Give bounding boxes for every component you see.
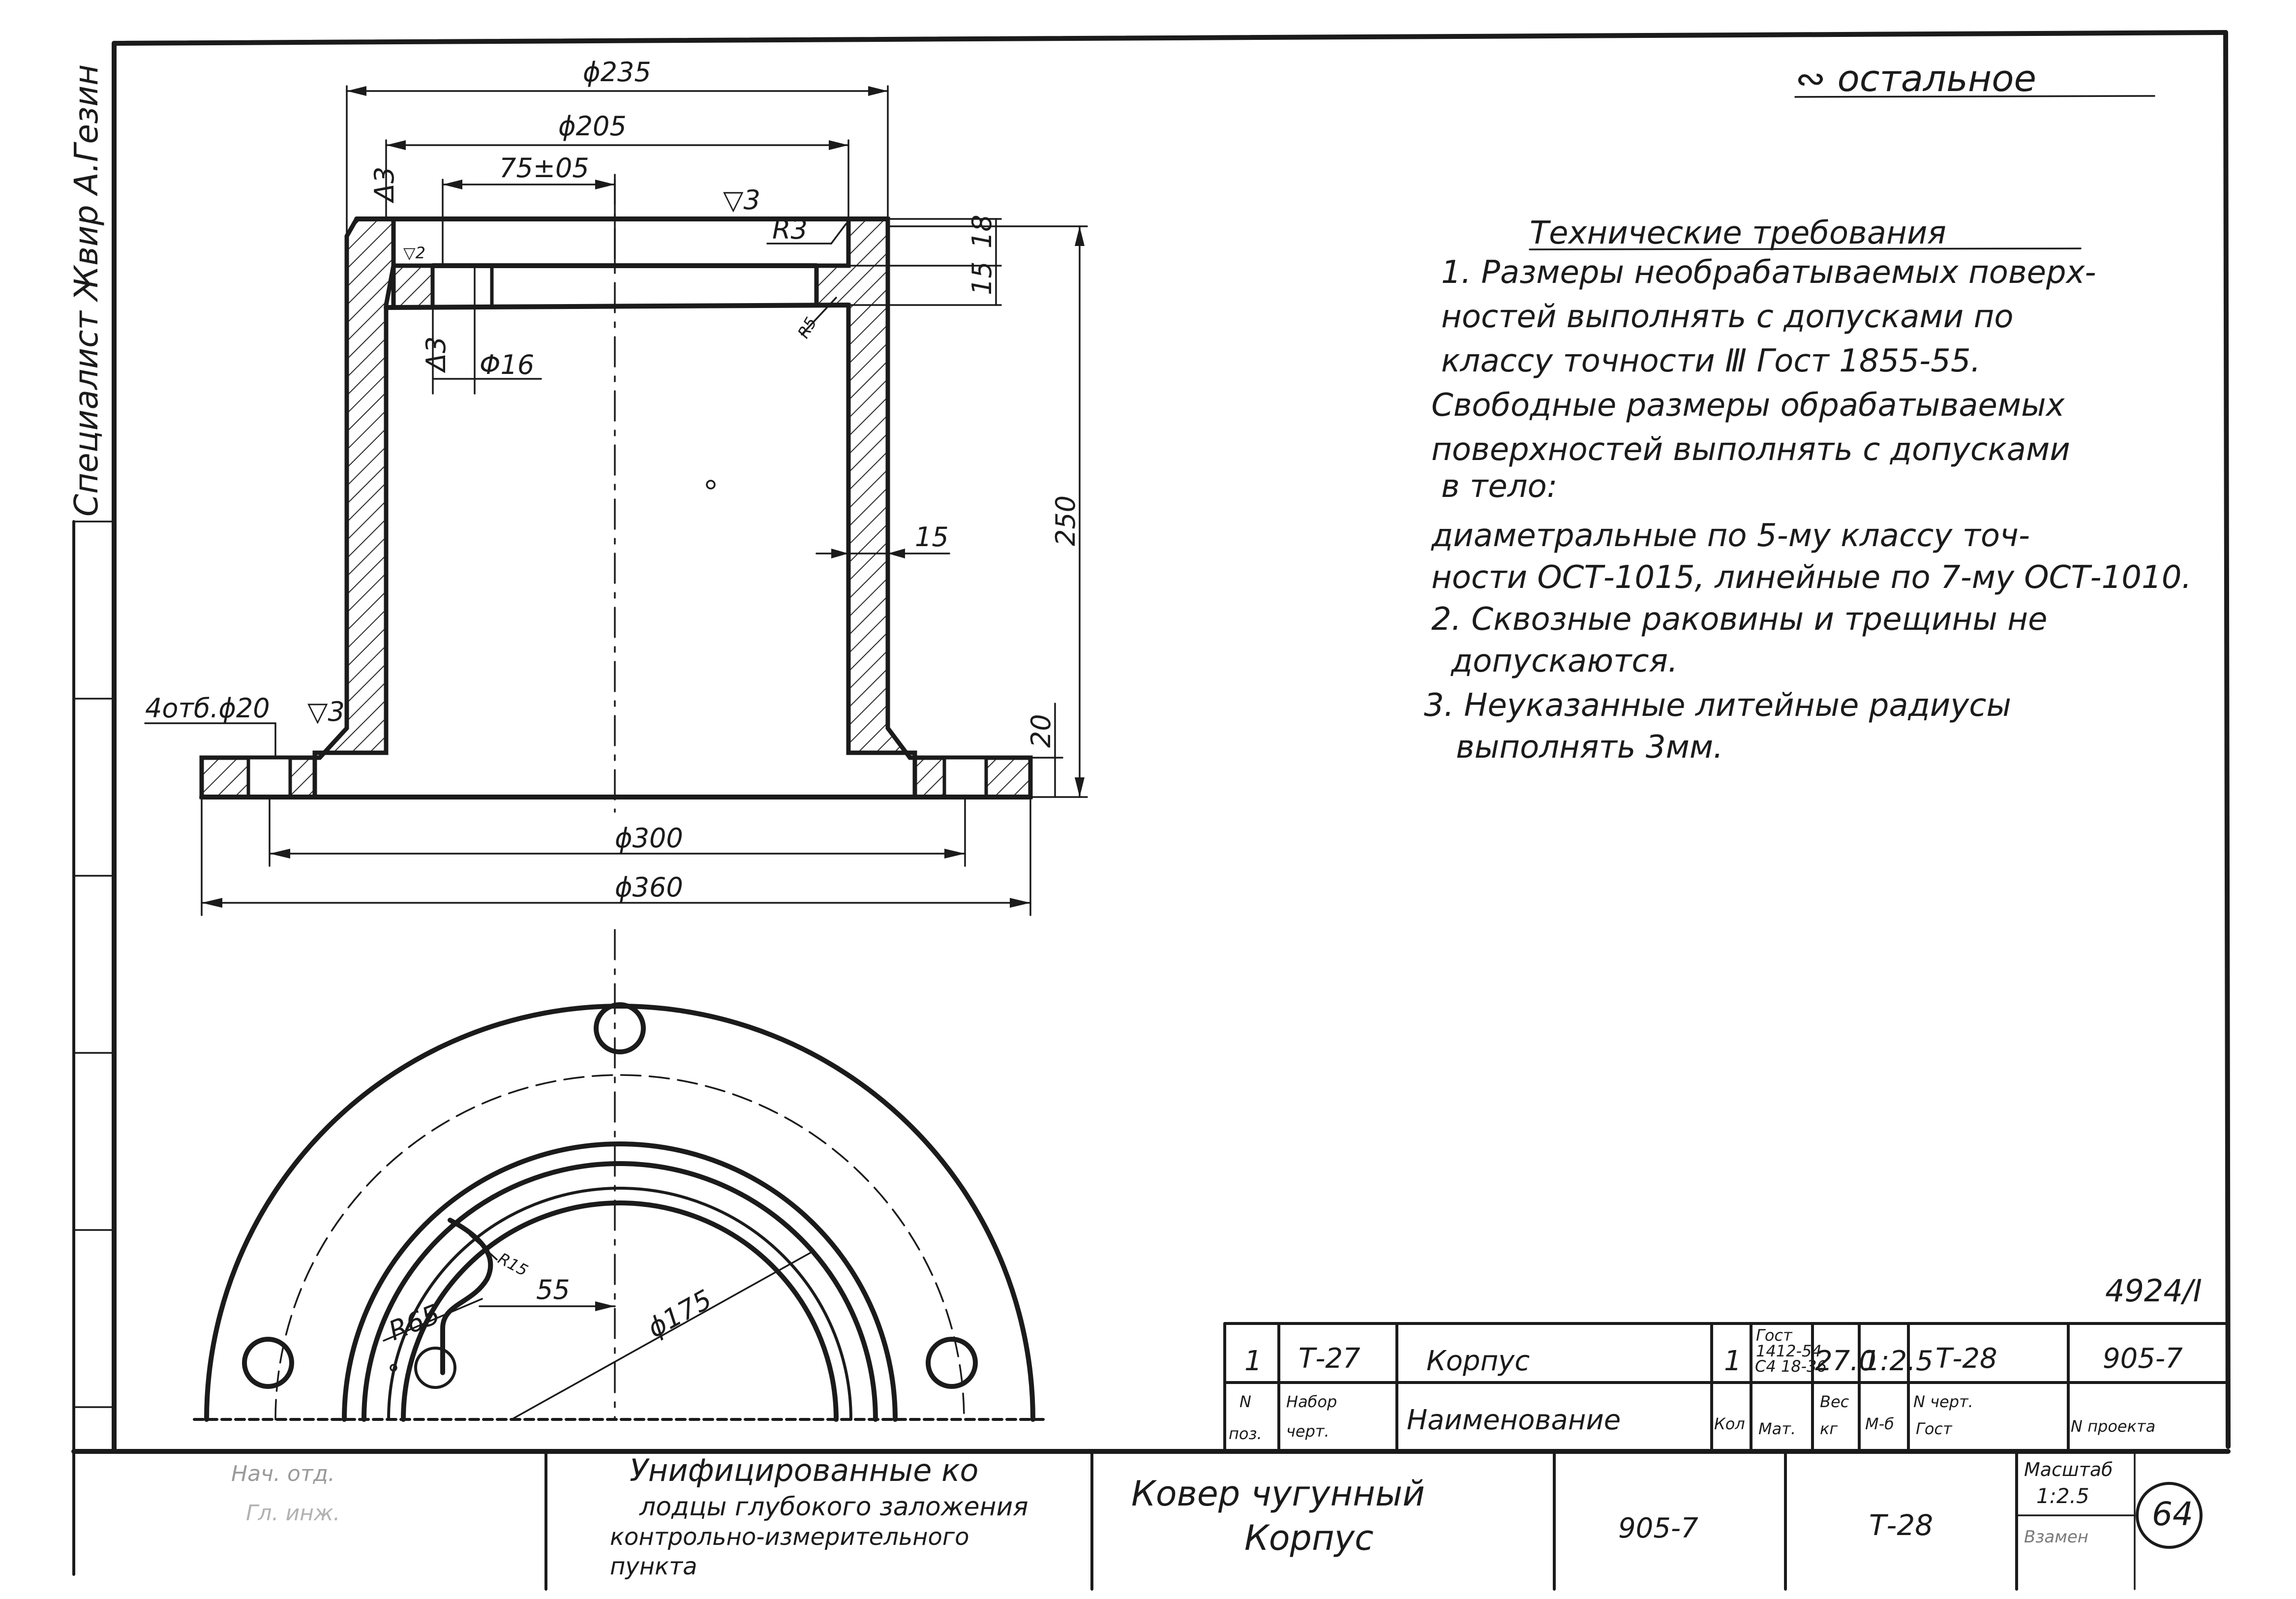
dim-offset-55: 55 (536, 1274, 570, 1305)
header-qty: Кол (1714, 1414, 1745, 1433)
dim-diameter-300: ϕ300 (615, 823, 683, 854)
dim-wall-15: 15 (915, 522, 949, 553)
requirement-line-4: Свободные размеры обрабатываемых (1431, 387, 2065, 424)
row-scale: 1:2.5 (1863, 1345, 1933, 1377)
dim-delta-3-top: Δ3 (369, 167, 400, 204)
project-line-4: пункта (610, 1553, 697, 1580)
header-pos-2: поз. (1229, 1424, 1262, 1443)
row-weight: 27.0 (1815, 1345, 1876, 1377)
sheet-number: 64 (2152, 1495, 2193, 1533)
scale-label: Масштаб (2024, 1459, 2113, 1480)
sheet-code: 4924/Ⅰ (2105, 1273, 2202, 1309)
parts-table: 4924/Ⅰ 1 Т-27 Корпус 1 Гост 1412-54 С4 1… (1223, 1273, 2227, 1453)
dim-diameter-235: ϕ235 (583, 57, 651, 88)
requirements-title: Технические требования (1530, 215, 1946, 251)
left-margin-strip: Специалист Жвир А.Гезин (67, 64, 115, 1576)
requirement-line-9: 2. Сквозные раковины и трещины не (1431, 601, 2047, 638)
surface-roughness-note: ∾ остальное (1795, 58, 2036, 100)
surface-mark-hole: ▽2 (403, 244, 425, 262)
technical-requirements: Технические требования 1. Размеры необра… (1424, 215, 2192, 766)
project-line-1: Унифицированные ко (630, 1452, 979, 1488)
header-set-2: черт. (1286, 1422, 1329, 1441)
surface-mark-flange: ▽3 (307, 696, 345, 727)
requirement-line-6: в тело: (1441, 468, 1557, 505)
header-drawing-2: Гост (1916, 1419, 1953, 1438)
project-line-3: контрольно-измерительного (610, 1523, 969, 1551)
right-wall-section (814, 216, 1033, 800)
dim-diameter-205: ϕ205 (558, 111, 627, 142)
margin-signature-text: Специалист Жвир А.Гезин (67, 64, 105, 517)
header-pos-1: N (1239, 1392, 1251, 1411)
requirement-line-10: допускаются. (1450, 643, 1678, 679)
requirement-line-11: 3. Неуказанные литейные радиусы (1424, 687, 2011, 724)
note-four-holes: 4отб.ϕ20 (145, 693, 270, 724)
requirement-line-5: поверхностей выполнять с допусками (1431, 431, 2070, 468)
header-project: N проекта (2071, 1417, 2155, 1436)
row-qty: 1 (1724, 1345, 1742, 1377)
item-line-1: Ковер чугунный (1131, 1474, 1425, 1514)
scale-value: 1:2.5 (2036, 1484, 2089, 1508)
row-project: 905-7 (2103, 1343, 2183, 1375)
row-pos: 1 (1244, 1345, 1262, 1377)
dim-delta-3-hole: Δ3 (421, 337, 452, 373)
row-name: Корпус (1426, 1345, 1530, 1377)
requirement-line-3: классу точности Ⅲ Гост 1855-55. (1441, 343, 1981, 379)
dim-radius-3: R3 (772, 214, 808, 245)
header-weight-2: кг (1820, 1419, 1838, 1438)
row-material-1: Гост (1756, 1326, 1793, 1345)
requirement-line-12: выполнять 3мм. (1456, 729, 1723, 766)
header-name: Наименование (1407, 1404, 1621, 1436)
header-set-1: Набор (1286, 1392, 1337, 1411)
item-line-2: Корпус (1244, 1518, 1374, 1558)
requirement-line-7: диаметральные по 5-му классу точ- (1431, 518, 2030, 554)
project-number: 905-7 (1618, 1512, 1698, 1544)
requirement-line-2: ностей выполнять с допусками по (1441, 299, 2014, 335)
dim-diameter-360: ϕ360 (615, 872, 683, 903)
title-block: Нач. отд. Гл. инж. Унифицированные ко ло… (231, 1450, 2203, 1591)
plan-view: 55 ϕ175 R15 R65 (193, 929, 1049, 1422)
surface-mark-top: ▽3 (723, 184, 760, 215)
drawing-number: Т-28 (1869, 1508, 1933, 1542)
dim-75: 75±05 (499, 153, 589, 184)
requirement-line-1: 1. Размеры необрабатываемых поверх- (1441, 254, 2096, 291)
dim-height-18: 18 (967, 215, 997, 248)
header-material: Мат. (1758, 1419, 1796, 1438)
dim-diameter-16: Φ16 (480, 349, 534, 380)
sheet-label: Взамен (2024, 1527, 2088, 1547)
row-material-3: С4 18-36 (1755, 1357, 1827, 1376)
requirement-line-8: ности ОСТ-1015, линейные по 7-му ОСТ-101… (1431, 559, 2192, 596)
dim-height-20: 20 (1026, 714, 1057, 748)
row-drawing: Т-28 (1935, 1343, 1997, 1375)
project-line-2: лодцы глубокого заложения (639, 1492, 1028, 1522)
row-material-2: 1412-54 (1756, 1342, 1822, 1360)
faded-signature-1: Нач. отд. (231, 1461, 335, 1486)
header-drawing-1: N черт. (1913, 1392, 1973, 1411)
faded-signature-2: Гл. инж. (246, 1501, 340, 1526)
dim-height-15: 15 (967, 261, 997, 295)
header-scale: М-б (1865, 1414, 1894, 1433)
dim-height-250: 250 (1050, 495, 1081, 546)
header-weight-1: Вес (1820, 1392, 1849, 1411)
section-view: ϕ235 ϕ205 75±05 ▽3 ▽2 ▽3 Δ3 R3 R5 18 (144, 57, 1088, 916)
row-set: Т-27 (1299, 1343, 1360, 1375)
